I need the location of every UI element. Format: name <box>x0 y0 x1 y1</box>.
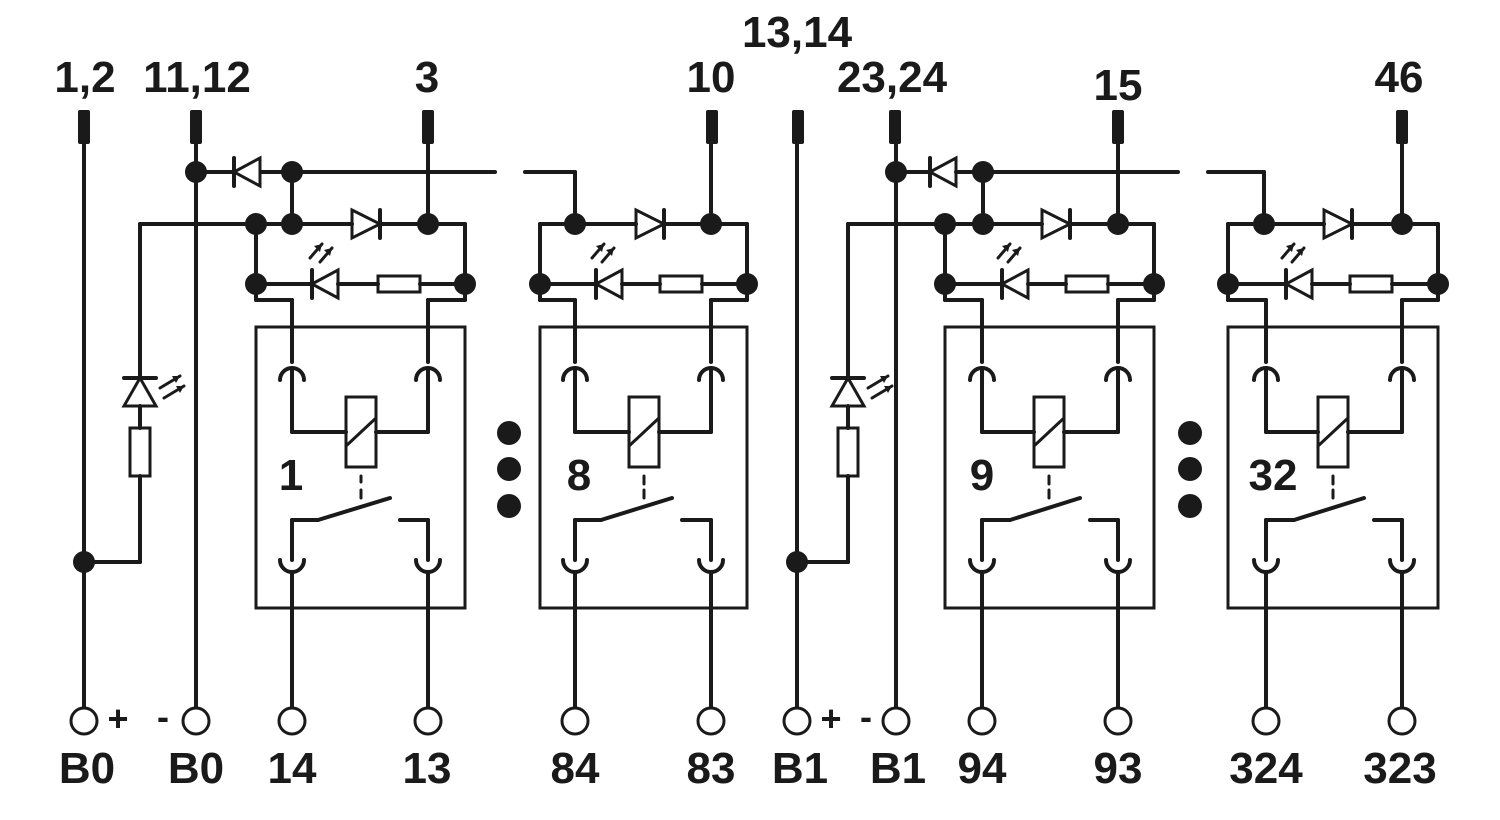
junction-dots <box>73 161 1449 573</box>
terminal-label-1-2: 1,2 <box>54 53 115 102</box>
relay-8: 8 <box>538 325 749 710</box>
relay-1: 1 <box>254 325 467 710</box>
terminal-label-83: 83 <box>687 744 736 793</box>
terminal-label-b0-minus: B0 <box>168 744 224 793</box>
terminal-label-23-24: 23,24 <box>837 53 948 102</box>
terminal-label-b1-minus: B1 <box>870 744 926 793</box>
terminal-label-13-14: 13,14 <box>742 8 853 57</box>
group-b0-wiring <box>82 142 749 712</box>
terminal-label-93: 93 <box>1094 744 1143 793</box>
minus-sign-b1: - <box>860 696 872 737</box>
minus-sign-b0: - <box>157 696 169 737</box>
relay-9: 9 <box>943 325 1156 710</box>
terminal-label-324: 324 <box>1229 744 1303 793</box>
relay-32: 32 <box>1226 325 1440 710</box>
ellipsis-dots-left <box>497 421 521 518</box>
terminal-label-13: 13 <box>403 744 452 793</box>
top-plug-pins <box>78 110 1408 144</box>
terminal-label-46: 46 <box>1375 53 1424 102</box>
terminal-label-11-12: 11,12 <box>143 53 251 102</box>
terminal-label-84: 84 <box>551 744 600 793</box>
terminal-label-94: 94 <box>958 744 1007 793</box>
plus-sign-b0: + <box>107 698 128 739</box>
terminal-label-10: 10 <box>687 53 736 102</box>
plus-sign-b1: + <box>820 698 841 739</box>
relay-number-8: 8 <box>567 451 591 500</box>
relay-number-1: 1 <box>279 451 303 500</box>
relay-number-32: 32 <box>1249 451 1298 500</box>
ellipsis-dots-right <box>1178 421 1202 518</box>
terminal-label-323: 323 <box>1363 744 1436 793</box>
terminal-label-b0-plus: B0 <box>59 744 115 793</box>
relay-number-9: 9 <box>970 451 994 500</box>
terminal-label-3: 3 <box>415 53 439 102</box>
terminal-label-14: 14 <box>268 744 317 793</box>
terminal-label-b1-plus: B1 <box>772 744 828 793</box>
bottom-terminals <box>69 706 1417 736</box>
terminal-label-15: 15 <box>1094 61 1143 110</box>
